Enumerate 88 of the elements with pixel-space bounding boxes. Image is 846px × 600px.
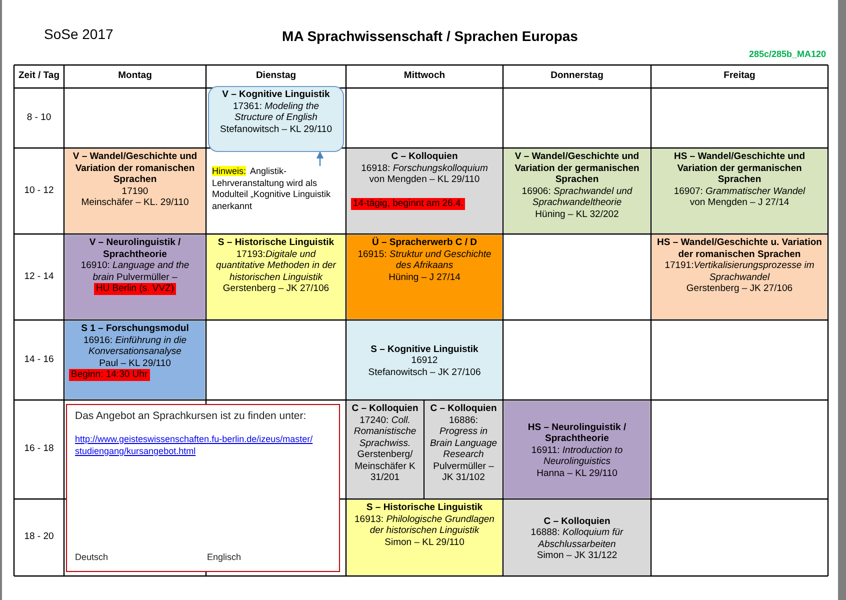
course-info: Stefanowitsch – JK 27/106 <box>367 366 482 378</box>
highlighted-note: Beginn: 14:30 Uhr <box>69 369 150 381</box>
course-title: S 1 – Forschungsmodul <box>80 323 190 334</box>
highlighted-note: HU Berlin (s. VVZ) <box>94 283 176 295</box>
course-title: S – Kognitive Linguistik <box>370 344 480 356</box>
course-title: C – Kolloquien <box>351 403 419 414</box>
course-title: V – Kognitive Linguistik <box>221 89 331 100</box>
course-info: 17193:Digitale und quantitative Methoden in der historischen Linguistik <box>215 248 338 283</box>
column-header: Dienstag <box>254 69 298 84</box>
course-cell <box>65 149 205 233</box>
time-slot: 16 - 18 <box>14 400 64 499</box>
course-title: HS – Wandel/Geschichte und Variation der germanischen Sprachen <box>672 151 806 186</box>
course-cell <box>347 500 502 575</box>
course-info: Gerstenberg – JK 27/106 <box>685 283 794 294</box>
module-code: 285c/285b_MA120 <box>748 48 826 61</box>
qr-caption: Deutsch <box>75 551 108 564</box>
time-slot: 8 - 10 <box>14 88 64 148</box>
time-slot: 10 - 12 <box>14 148 64 234</box>
course-cell <box>347 149 502 233</box>
column-header: Zeit / Tag <box>18 69 60 84</box>
course-cell <box>347 235 502 319</box>
course-info: Gerstenberg – JK 27/106 <box>222 283 330 294</box>
course-title: HS – Wandel/Geschichte u. Variation der romanischen Sprachen <box>656 237 823 260</box>
course-info: Meinschäfer – KL. 29/110 <box>80 197 190 208</box>
course-title: V – Wandel/Geschichte und Variation der germanischen Sprachen <box>514 151 640 186</box>
course-info: 17191:Vertikalisierungsprozesse im Sprachwandel <box>664 260 816 283</box>
course-cell <box>652 149 827 233</box>
course-cell <box>347 401 423 498</box>
course-title: C – Kolloquien <box>429 403 498 414</box>
highlighted-note: 14-tägig, beginnt am 26.4. <box>351 198 466 210</box>
course-cell <box>207 235 345 319</box>
course-info: 16886: Progress in Brain Language Research <box>429 414 498 460</box>
course-info: 16910: Language and the brain Pulvermüller – <box>80 260 190 283</box>
course-title: C – Kolloquien <box>542 516 612 527</box>
course-cell <box>504 149 650 233</box>
info-box <box>66 404 340 572</box>
course-cell <box>65 321 205 399</box>
course-cell <box>347 321 502 399</box>
course-info: Simon – KL 29/110 <box>384 536 466 548</box>
course-info: 16912 <box>410 355 439 367</box>
course-info: von Mengden – KL 29/110 <box>368 174 481 186</box>
course-info: 16911: Introduction to Neurolinguistics <box>530 444 624 468</box>
time-slot: 14 - 16 <box>14 320 64 400</box>
column-header: Montag <box>117 69 153 84</box>
course-cell <box>425 401 502 498</box>
course-title: V – Neurolinguistik / Sprachtheorie <box>88 237 182 260</box>
course-info: Paul – KL 29/110 <box>98 358 172 369</box>
course-title: S – Historische Linguistik <box>365 502 484 514</box>
url-link: http://www.geisteswissenschaften.fu-berlin.de/izeus/master/studiengang/kursangebot.html <box>75 433 314 457</box>
course-info: 17240: Coll. Romanistische Sprachwiss. <box>352 414 418 449</box>
course-info: von Mengden – J 27/14 <box>688 197 790 208</box>
course-title: S – Historische Linguistik <box>216 237 336 248</box>
column-header: Mittwoch <box>402 69 446 84</box>
course-cell <box>652 235 827 319</box>
course-title: V – Wandel/Geschichte und Variation der romanischen Sprachen <box>72 151 198 186</box>
course-info: 16907: Grammatischer Wandel <box>672 186 806 197</box>
course-title: C – Kolloquien <box>390 151 459 162</box>
course-info: Hanna – KL 29/110 <box>536 468 618 480</box>
course-info: 16915: Struktur und Geschichte des Afrikaans <box>356 248 492 272</box>
time-slot: 18 - 20 <box>14 499 64 576</box>
course-info: 17361: Modeling the Structure of English <box>232 100 320 124</box>
column-header: Freitag <box>722 69 756 84</box>
column-header: Donnerstag <box>550 69 604 84</box>
page-title: MA Sprachwissenschaft / Sprachen Europas <box>281 27 579 46</box>
course-info: Hüning – J 27/14 <box>388 272 462 283</box>
course-info: Hüning – KL 32/202 <box>534 208 620 220</box>
course-info: 16918: Forschungskolloquium <box>360 162 489 174</box>
course-title: Ü – Spracherwerb C / D <box>370 237 478 248</box>
course-cell <box>65 235 205 319</box>
arrow <box>316 151 324 166</box>
course-info: 16888: Kolloquium für Abschlussarbeiten <box>530 527 624 550</box>
semester-label: SoSe 2017 <box>44 25 114 44</box>
course-cell <box>504 500 650 575</box>
course-info: 16916: Einführung in die Konversationsanalyse <box>82 334 188 358</box>
course-info: 16906: Sprachwandel und Sprachwandeltheorie <box>520 186 634 208</box>
qr-caption: Englisch <box>207 551 242 564</box>
note-text: Hinweis: Anglistik-Lehrveranstaltung wird als Modulteil „Kognitive Linguistik anerkannt <box>212 166 338 228</box>
course-info: Stefanowitsch – KL 29/110 <box>219 124 333 135</box>
course-info: 17190 <box>120 186 150 197</box>
course-title: HS – Neurolinguistik / Sprachtheorie <box>526 422 628 445</box>
course-info: Simon – JK 31/122 <box>536 550 618 562</box>
info-text: Das Angebot an Sprachkursen ist zu finden unter: <box>75 409 306 424</box>
course-cell <box>208 86 344 152</box>
course-info: Gerstenberg/ Meinschäfer K 31/201 <box>354 449 416 484</box>
course-info: 16913: Philologische Grundlagen der historischen Linguistik <box>354 514 496 536</box>
time-slot: 12 - 14 <box>14 234 64 320</box>
course-cell <box>504 401 650 498</box>
course-info: Pulvermüller – JK 31/102 <box>432 460 495 484</box>
